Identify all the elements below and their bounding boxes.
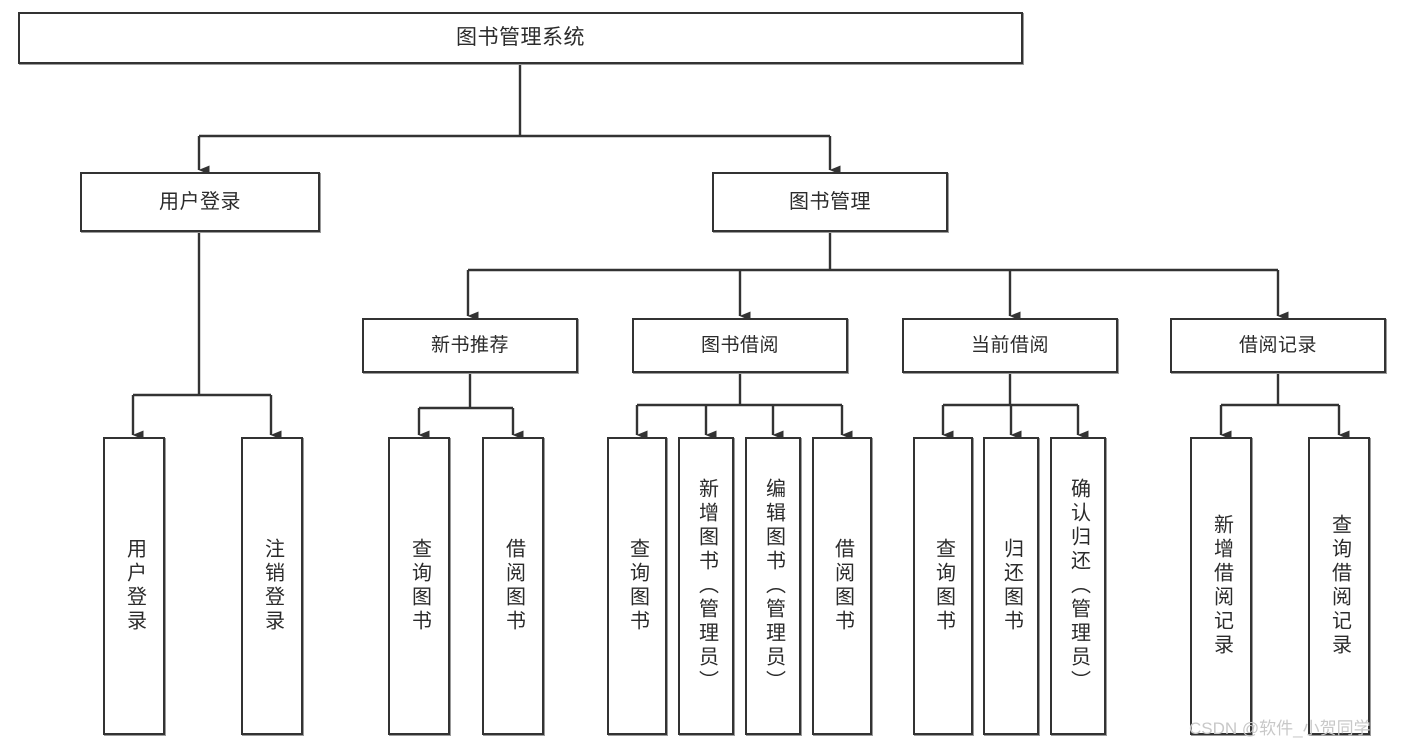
watermark-text: CSDN @软件_小贺同学 xyxy=(1189,719,1371,738)
node-leaf-query-book-2[interactable]: 查询图书 xyxy=(607,437,667,735)
node-leaf-query-book-1[interactable]: 查询图书 xyxy=(388,437,450,735)
node-leaf-query-record[interactable]: 查询借阅记录 xyxy=(1308,437,1370,735)
node-leaf-edit-book-label: 编辑图书（管理员） xyxy=(762,478,785,694)
node-new-book-rec[interactable]: 新书推荐 xyxy=(362,318,578,373)
node-root-label: 图书管理系统 xyxy=(456,25,585,49)
node-current-borrow[interactable]: 当前借阅 xyxy=(902,318,1118,373)
node-leaf-borrow-book-2-label: 借阅图书 xyxy=(831,538,854,634)
node-current-borrow-label: 当前借阅 xyxy=(970,334,1049,356)
node-user-login[interactable]: 用户登录 xyxy=(80,172,320,232)
node-leaf-return-book-label: 归还图书 xyxy=(1000,538,1023,634)
node-leaf-confirm-return[interactable]: 确认归还（管理员） xyxy=(1050,437,1106,735)
node-book-borrow-label: 图书借阅 xyxy=(700,334,779,356)
node-borrow-record-label: 借阅记录 xyxy=(1238,334,1317,356)
node-leaf-user-login[interactable]: 用户登录 xyxy=(103,437,165,735)
node-leaf-user-login-label: 用户登录 xyxy=(123,538,146,634)
node-book-manage-label: 图书管理 xyxy=(789,190,871,213)
node-new-book-rec-label: 新书推荐 xyxy=(430,334,509,356)
node-leaf-confirm-return-label: 确认归还（管理员） xyxy=(1067,478,1090,694)
node-leaf-add-book-label: 新增图书（管理员） xyxy=(695,478,718,694)
node-leaf-add-record-label: 新增借阅记录 xyxy=(1210,514,1233,658)
node-leaf-borrow-book-1[interactable]: 借阅图书 xyxy=(482,437,544,735)
node-leaf-logout[interactable]: 注销登录 xyxy=(241,437,303,735)
node-borrow-record[interactable]: 借阅记录 xyxy=(1170,318,1386,373)
node-root[interactable]: 图书管理系统 xyxy=(18,12,1023,64)
node-leaf-add-book[interactable]: 新增图书（管理员） xyxy=(678,437,734,735)
node-leaf-borrow-book-2[interactable]: 借阅图书 xyxy=(812,437,872,735)
node-leaf-logout-label: 注销登录 xyxy=(261,538,284,634)
node-leaf-query-book-1-label: 查询图书 xyxy=(408,538,431,634)
node-leaf-query-book-3-label: 查询图书 xyxy=(932,538,955,634)
node-leaf-query-book-2-label: 查询图书 xyxy=(626,538,649,634)
node-leaf-edit-book[interactable]: 编辑图书（管理员） xyxy=(745,437,801,735)
node-leaf-query-record-label: 查询借阅记录 xyxy=(1328,514,1351,658)
node-leaf-add-record[interactable]: 新增借阅记录 xyxy=(1190,437,1252,735)
node-leaf-borrow-book-1-label: 借阅图书 xyxy=(502,538,525,634)
node-book-manage[interactable]: 图书管理 xyxy=(712,172,948,232)
node-user-login-label: 用户登录 xyxy=(159,190,241,213)
node-book-borrow[interactable]: 图书借阅 xyxy=(632,318,848,373)
node-leaf-query-book-3[interactable]: 查询图书 xyxy=(913,437,973,735)
node-leaf-return-book[interactable]: 归还图书 xyxy=(983,437,1039,735)
